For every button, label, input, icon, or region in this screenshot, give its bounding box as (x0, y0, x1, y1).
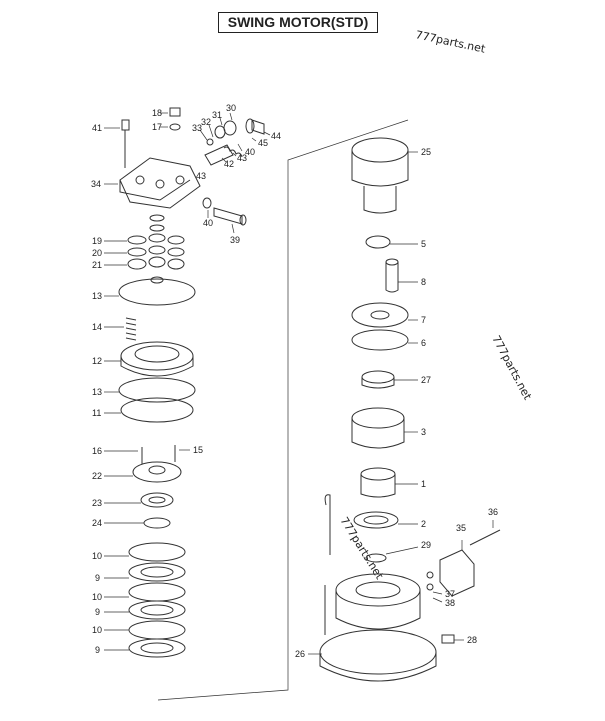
label-15: 15 (193, 445, 203, 455)
relief-valve-35 (426, 520, 501, 603)
label-24: 24 (92, 518, 102, 528)
snap-ring-24 (104, 517, 171, 529)
bearing-23 (104, 492, 174, 508)
watermark-top: 777parts.net (414, 28, 487, 56)
label-40-lower: 40 (203, 218, 213, 228)
label-9-c: 9 (95, 645, 100, 655)
level-gauge (324, 494, 331, 635)
swash-plate-6 (351, 329, 418, 351)
label-10-a: 10 (92, 551, 102, 561)
label-30: 30 (226, 103, 236, 113)
seal-2 (353, 511, 418, 529)
label-31: 31 (212, 110, 222, 120)
shoe-plate-7 (351, 302, 418, 328)
o-ring-13-lower (104, 377, 196, 403)
label-20: 20 (92, 248, 102, 258)
plug-28 (441, 634, 464, 644)
label-26: 26 (295, 649, 305, 659)
label-1: 1 (421, 479, 426, 489)
friction-plate-stack (104, 542, 186, 658)
label-34: 34 (91, 179, 101, 189)
label-33: 33 (192, 123, 202, 133)
label-27: 27 (421, 375, 431, 385)
label-35: 35 (456, 523, 466, 533)
label-6: 6 (421, 338, 426, 348)
label-36: 36 (488, 507, 498, 517)
label-40-upper: 40 (245, 147, 255, 157)
label-43-upper: 43 (237, 153, 247, 163)
label-3: 3 (421, 427, 426, 437)
watermark-middle: 777parts.net (337, 515, 386, 583)
label-37: 37 (445, 589, 455, 599)
label-9-a: 9 (95, 573, 100, 583)
label-44: 44 (271, 131, 281, 141)
bearing-3 (351, 407, 418, 449)
o-ring-17 (160, 123, 181, 131)
label-13-upper: 13 (92, 291, 102, 301)
label-14: 14 (92, 322, 102, 332)
label-22: 22 (92, 471, 102, 481)
pins-15-16 (104, 445, 190, 464)
label-18: 18 (152, 108, 162, 118)
label-11: 11 (92, 408, 101, 418)
housing-26 (308, 573, 437, 682)
label-38: 38 (445, 598, 455, 608)
plug-18 (160, 107, 181, 117)
label-41: 41 (92, 123, 102, 133)
label-45: 45 (258, 138, 268, 148)
watermark-right: 777parts.net (489, 333, 534, 402)
bushing-27 (361, 370, 418, 389)
pin-8 (385, 258, 418, 293)
label-16: 16 (92, 446, 102, 456)
label-12: 12 (92, 356, 102, 366)
ball-guide-5 (365, 235, 418, 249)
label-39: 39 (230, 235, 240, 245)
cylinder-block-25 (351, 137, 418, 214)
label-2: 2 (421, 519, 426, 529)
label-5: 5 (421, 239, 426, 249)
label-9-b: 9 (95, 607, 100, 617)
diagram-title: SWING MOTOR(STD) (218, 12, 378, 33)
label-28: 28 (467, 635, 477, 645)
spring-14 (104, 317, 137, 341)
seal-stack-19-21 (104, 214, 185, 270)
label-32: 32 (201, 117, 211, 127)
assembly-divider-line (157, 119, 409, 701)
valve-casing-34 (104, 157, 201, 209)
o-ring-13-upper (104, 276, 196, 306)
label-29: 29 (421, 540, 431, 550)
label-13-lower: 13 (92, 387, 102, 397)
o-ring-11 (104, 397, 194, 423)
label-10-c: 10 (92, 625, 102, 635)
label-43-lower: 43 (196, 171, 206, 181)
label-23: 23 (92, 498, 102, 508)
rear-plate-22 (104, 461, 182, 483)
label-8: 8 (421, 277, 426, 287)
label-42: 42 (224, 159, 234, 169)
label-7: 7 (421, 315, 426, 325)
collar-1 (360, 467, 418, 498)
label-25: 25 (421, 147, 431, 157)
label-17: 17 (152, 122, 162, 132)
spool-39-40 (202, 197, 247, 234)
label-19: 19 (92, 236, 102, 246)
bolt-41 (104, 119, 130, 168)
relief-valve-group (199, 112, 271, 166)
label-21: 21 (92, 260, 102, 270)
brake-piston-12 (104, 341, 194, 377)
label-10-b: 10 (92, 592, 102, 602)
snap-ring-29 (365, 546, 419, 563)
